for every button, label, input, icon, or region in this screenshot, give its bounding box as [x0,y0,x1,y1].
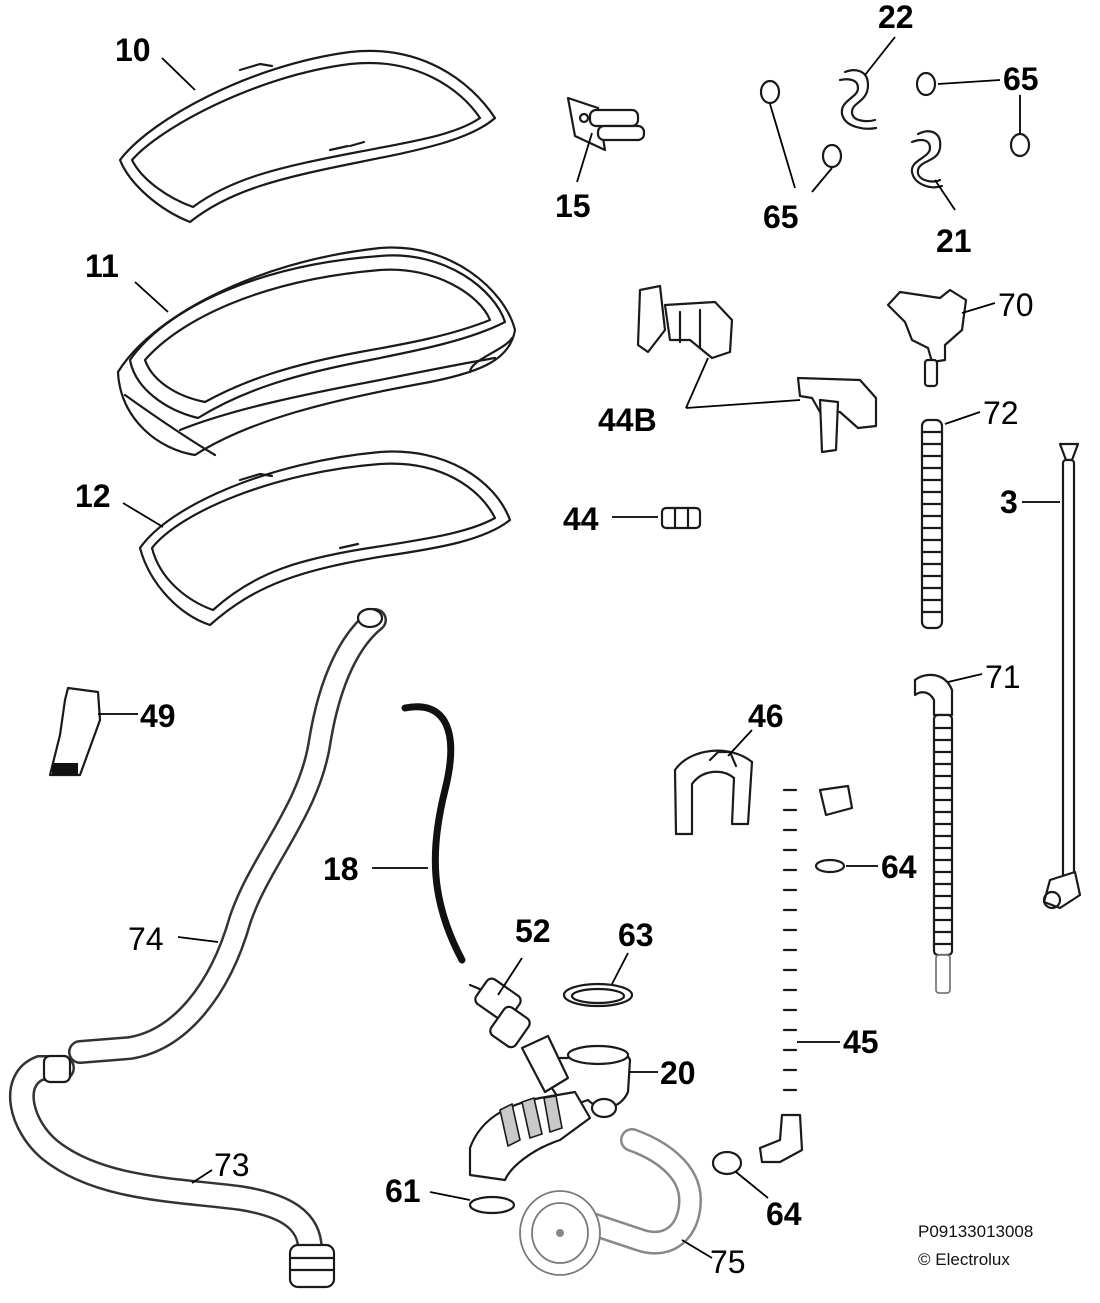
callout-72: 72 [983,395,1019,431]
part-65-clips [759,71,1031,169]
copyright-notice: © Electrolux [918,1250,1010,1269]
callout-45: 45 [843,1024,879,1060]
callout-12: 12 [75,478,111,514]
callout-64-upper: 64 [881,849,917,885]
callout-46: 46 [748,698,784,734]
callout-75: 75 [710,1244,746,1280]
callout-61: 61 [385,1173,421,1209]
drawing-id: P09133013008 [918,1222,1034,1241]
callout-65-right: 65 [1003,61,1039,97]
part-22-bent-hose [838,69,878,130]
callout-44b: 44B [598,402,657,438]
callout-49: 49 [140,698,176,734]
callout-65-left: 65 [763,199,799,235]
part-3-level-rod [1042,442,1082,910]
part-49-filter-flap [48,686,102,777]
callout-52: 52 [515,913,551,949]
part-44-clamp [660,506,702,530]
part-74-long-hose [68,607,387,1064]
callout-10: 10 [115,32,151,68]
callout-71: 71 [985,659,1021,695]
callout-3: 3 [1000,484,1018,520]
part-71-drain-hose [913,673,954,994]
part-73-lower-hose [9,1054,336,1289]
callout-44: 44 [563,501,599,537]
part-75-pump-assembly [519,1128,703,1276]
part-15-valve-bracket [566,96,646,152]
part-45-corrugated-hose [758,734,856,1164]
callout-20: 20 [660,1055,696,1091]
part-70-pressure-chamber [886,288,968,388]
callout-64-lower: 64 [766,1196,802,1232]
callout-63: 63 [618,917,654,953]
part-20-sump-hose [468,1034,632,1182]
part-10-seal-frame [118,49,497,224]
part-61-clip [468,1195,516,1215]
part-72-corrugated-tube [920,418,944,630]
part-11-door-gasket [116,246,517,457]
callout-18: 18 [323,851,359,887]
callout-73: 73 [214,1147,250,1183]
callout-11: 11 [85,248,119,284]
callout-21: 21 [936,223,972,259]
part-63-ring-clip [562,982,634,1008]
part-64-clip-upper [814,858,846,874]
part-52-connector [468,977,531,1049]
part-18-black-hose [360,585,466,964]
part-12-clamp-ring [138,450,512,627]
part-64-clip-lower [711,1150,743,1176]
callout-15: 15 [555,188,591,224]
part-46-hose-guide [673,749,754,836]
callout-70: 70 [998,287,1034,323]
part-21-bent-hose [910,130,944,189]
callout-74: 74 [128,921,164,957]
callout-22: 22 [878,0,914,35]
part-44b-brackets [636,284,878,454]
